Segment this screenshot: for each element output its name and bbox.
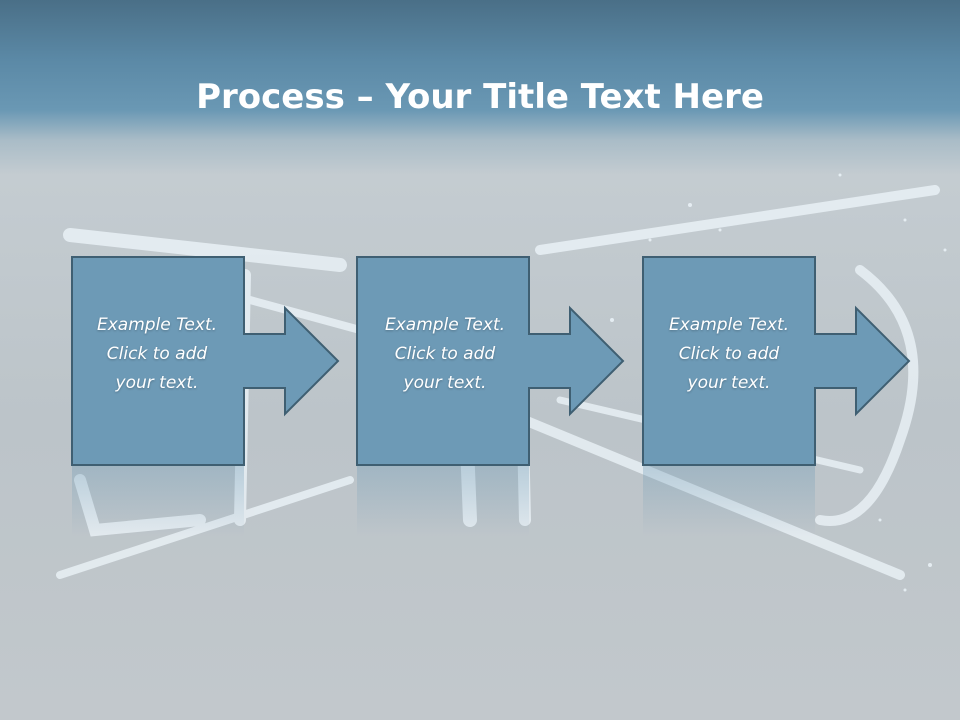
step-2-line-2: Click to add bbox=[394, 344, 496, 364]
step-2-line-3: your text. bbox=[403, 373, 487, 393]
step-1-text[interactable]: Example Text. Click to add your text. bbox=[70, 311, 244, 398]
step-3-arrow-shape[interactable] bbox=[642, 256, 911, 466]
step-3-reflection bbox=[643, 466, 815, 536]
step-1-arrow-shape[interactable] bbox=[71, 256, 340, 466]
step-2-text[interactable]: Example Text. Click to add your text. bbox=[358, 311, 532, 398]
step-2-line-1: Example Text. bbox=[384, 315, 506, 335]
title-bold: Process bbox=[196, 76, 345, 117]
step-3-text[interactable]: Example Text. Click to add your text. bbox=[642, 311, 816, 398]
step-3-line-1: Example Text. bbox=[668, 315, 790, 335]
title-rest: – Your Title Text Here bbox=[344, 76, 764, 117]
step-3-line-3: your text. bbox=[687, 373, 771, 393]
step-2-arrow-shape[interactable] bbox=[356, 256, 625, 466]
step-3-line-2: Click to add bbox=[678, 344, 780, 364]
step-2-reflection bbox=[357, 466, 529, 536]
step-1-line-3: your text. bbox=[115, 373, 199, 393]
slide-title[interactable]: Process – Your Title Text Here bbox=[0, 71, 960, 123]
step-1-line-2: Click to add bbox=[106, 344, 208, 364]
step-1-reflection bbox=[72, 466, 244, 536]
step-1-line-1: Example Text. bbox=[96, 315, 218, 335]
